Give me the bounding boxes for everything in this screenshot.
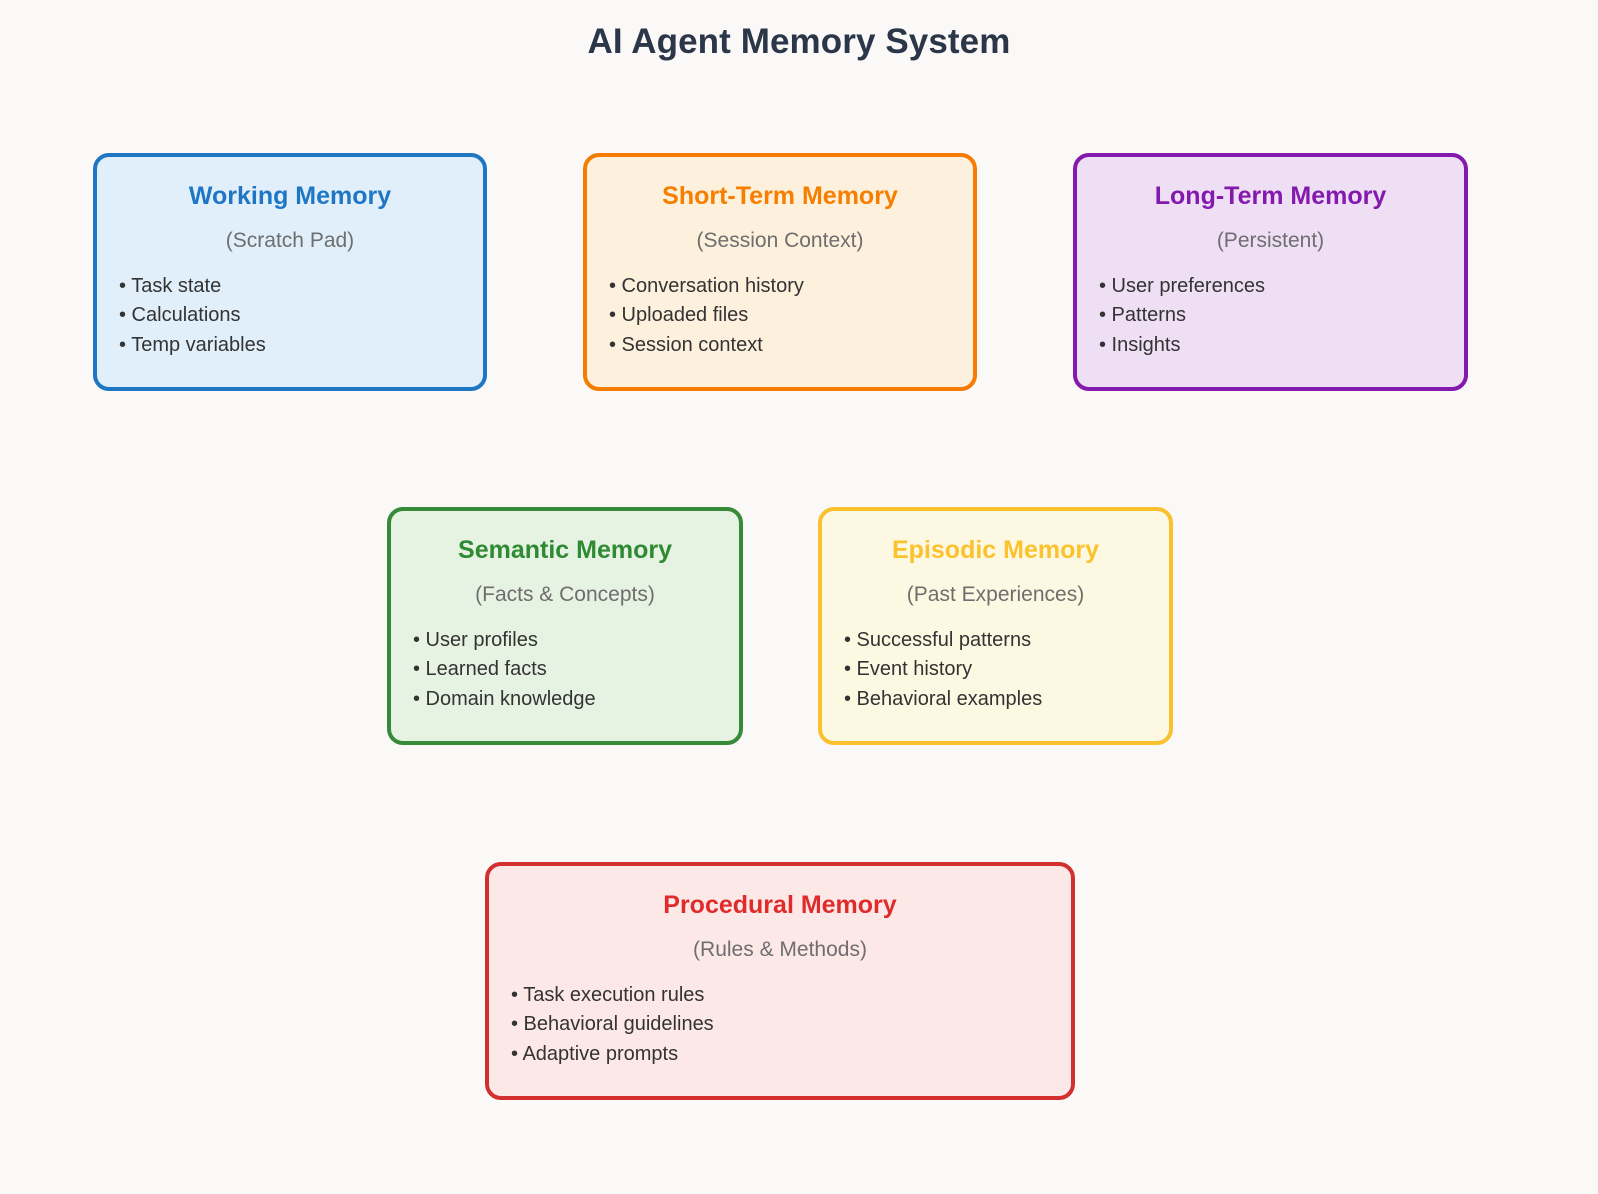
card-subtitle: (Session Context): [696, 228, 864, 252]
card-subtitle: (Past Experiences): [906, 582, 1085, 606]
card-bullet-list: • Conversation history • Uploaded files …: [587, 272, 973, 361]
card-title: Procedural Memory: [663, 891, 897, 919]
list-item: • User profiles: [413, 628, 538, 651]
list-item: • Insights: [1099, 333, 1181, 356]
card-title: Short-Term Memory: [662, 182, 898, 210]
list-item: • Temp variables: [119, 333, 266, 356]
list-item: • Patterns: [1099, 304, 1187, 327]
list-item: • Session context: [609, 333, 763, 356]
card-title: Semantic Memory: [458, 536, 672, 564]
card-subtitle: (Scratch Pad): [225, 228, 355, 252]
list-item: • Task state: [119, 274, 222, 297]
list-item: • Uploaded files: [609, 304, 749, 327]
list-item: • User preferences: [1099, 274, 1265, 297]
list-item: • Conversation history: [609, 274, 804, 297]
card-bullet-list: • User preferences • Patterns • Insights: [1077, 272, 1464, 361]
list-item: • Behavioral examples: [844, 687, 1043, 710]
card-subtitle: (Persistent): [1216, 228, 1325, 252]
list-item: • Event history: [844, 658, 973, 681]
list-item: • Task execution rules: [511, 983, 705, 1006]
memory-card-short-term: Short-Term Memory (Session Context) • Co…: [583, 153, 977, 391]
card-subtitle: (Facts & Concepts): [475, 582, 655, 606]
page-title: AI Agent Memory System: [587, 22, 1011, 61]
card-bullet-list: • Task execution rules • Behavioral guid…: [489, 981, 1071, 1070]
list-item: • Domain knowledge: [413, 687, 596, 710]
card-title: Working Memory: [188, 182, 392, 210]
list-item: • Behavioral guidelines: [511, 1013, 714, 1036]
list-item: • Successful patterns: [844, 628, 1032, 651]
memory-card-long-term: Long-Term Memory (Persistent) • User pre…: [1073, 153, 1468, 391]
list-item: • Learned facts: [413, 658, 547, 681]
memory-card-procedural: Procedural Memory (Rules & Methods) • Ta…: [485, 862, 1075, 1100]
memory-card-semantic: Semantic Memory (Facts & Concepts) • Use…: [387, 507, 743, 745]
memory-card-episodic: Episodic Memory (Past Experiences) • Suc…: [818, 507, 1173, 745]
card-bullet-list: • Task state • Calculations • Temp varia…: [97, 272, 483, 361]
card-title: Episodic Memory: [892, 536, 1099, 564]
list-item: • Calculations: [119, 304, 241, 327]
card-bullet-list: • Successful patterns • Event history • …: [822, 626, 1169, 715]
list-item: • Adaptive prompts: [511, 1042, 679, 1065]
card-bullet-list: • User profiles • Learned facts • Domain…: [391, 626, 739, 715]
card-title: Long-Term Memory: [1154, 182, 1387, 210]
memory-card-working-memory: Working Memory (Scratch Pad) • Task stat…: [93, 153, 487, 391]
card-subtitle: (Rules & Methods): [693, 937, 867, 961]
